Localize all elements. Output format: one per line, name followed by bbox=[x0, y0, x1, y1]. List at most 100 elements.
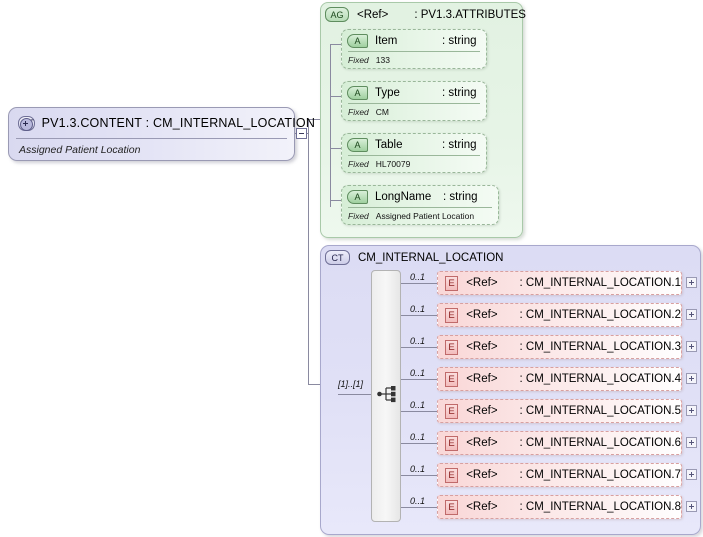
element-type: : CM_INTERNAL_LOCATION.1 bbox=[519, 277, 681, 289]
attribute-constraint-label: Fixed bbox=[348, 158, 369, 169]
attribute-type: : string bbox=[442, 87, 477, 99]
element-badge: E bbox=[445, 403, 459, 419]
element-stub-8 bbox=[401, 507, 437, 508]
compositor-inbound-line bbox=[338, 394, 371, 395]
attribute-name: LongName bbox=[375, 191, 432, 203]
element-occurrence: 0..1 bbox=[410, 272, 426, 282]
attribute-group-header: AG <Ref> : PV1.3.ATTRIBUTES bbox=[325, 7, 526, 22]
element-stub-2 bbox=[401, 315, 437, 316]
element-badge: E bbox=[445, 339, 459, 355]
element-row[interactable]: E <Ref> : CM_INTERNAL_LOCATION.4 bbox=[437, 367, 682, 391]
attribute-name: Table bbox=[375, 139, 403, 151]
element-badge: E bbox=[445, 275, 459, 291]
attribute-header: A Table : string bbox=[347, 136, 477, 154]
attr-connector-stub-1 bbox=[330, 44, 343, 45]
attribute-header: A Item : string bbox=[347, 32, 477, 50]
attribute-badge: A bbox=[347, 138, 368, 152]
element-badge: E bbox=[445, 435, 459, 451]
attribute-type: : string bbox=[442, 35, 477, 47]
attribute-header: A LongName : string bbox=[347, 188, 478, 206]
plus-box-icon[interactable] bbox=[686, 341, 697, 352]
plus-box-icon[interactable] bbox=[686, 309, 697, 320]
element-row[interactable]: E <Ref> : CM_INTERNAL_LOCATION.5 bbox=[437, 399, 682, 423]
plus-box-icon[interactable] bbox=[686, 277, 697, 288]
attr-connector-stub-3 bbox=[330, 148, 343, 149]
element-ref: <Ref> bbox=[466, 437, 498, 449]
attribute-group-badge: AG bbox=[325, 7, 349, 22]
attr-connector-trunk bbox=[330, 44, 331, 207]
attribute-divider bbox=[348, 155, 480, 156]
attribute-name: Item bbox=[375, 35, 398, 47]
attribute-row[interactable]: A Table : string Fixed HL70079 bbox=[341, 133, 487, 173]
plus-box-icon[interactable] bbox=[686, 501, 697, 512]
attribute-divider bbox=[348, 51, 480, 52]
element-row[interactable]: E <Ref> : CM_INTERNAL_LOCATION.2 bbox=[437, 303, 682, 327]
attr-connector-stub-4 bbox=[330, 200, 343, 201]
element-ref: <Ref> bbox=[466, 277, 498, 289]
element-stub-1 bbox=[401, 283, 437, 284]
element-row[interactable]: E <Ref> : CM_INTERNAL_LOCATION.1 bbox=[437, 271, 682, 295]
compositor-cardinality: [1]..[1] bbox=[338, 379, 364, 389]
complex-type-panel-header: CT CM_INTERNAL_LOCATION bbox=[325, 250, 503, 265]
main-complex-type-node[interactable]: CT PV1.3.CONTENT : CM_INTERNAL_LOCATION … bbox=[8, 107, 315, 161]
attribute-constraint-value: HL70079 bbox=[375, 158, 411, 169]
element-badge: E bbox=[445, 499, 459, 515]
attribute-badge: A bbox=[347, 190, 368, 204]
attribute-name: Type bbox=[375, 87, 400, 99]
element-ref: <Ref> bbox=[466, 405, 498, 417]
attribute-row[interactable]: A LongName : string Fixed Assigned Patie… bbox=[341, 185, 499, 225]
attribute-row[interactable]: A Item : string Fixed 133 bbox=[341, 29, 487, 69]
element-type: : CM_INTERNAL_LOCATION.2 bbox=[519, 309, 681, 321]
page-title: PV1.3.CONTENT : CM_INTERNAL_LOCATION bbox=[41, 116, 316, 130]
attribute-divider bbox=[348, 207, 492, 208]
element-badge: E bbox=[445, 467, 459, 483]
plus-box-icon[interactable] bbox=[686, 437, 697, 448]
element-occurrence: 0..1 bbox=[410, 432, 426, 442]
attribute-header: A Type : string bbox=[347, 84, 477, 102]
element-type: : CM_INTERNAL_LOCATION.5 bbox=[519, 405, 681, 417]
attribute-constraint-row: Fixed 133 bbox=[348, 52, 390, 67]
complex-type-panel-name: CM_INTERNAL_LOCATION bbox=[358, 251, 504, 264]
element-occurrence: 0..1 bbox=[410, 464, 426, 474]
attribute-constraint-label: Fixed bbox=[348, 210, 369, 221]
attribute-type: : string bbox=[443, 191, 478, 203]
complex-type-badge[interactable]: CT bbox=[18, 115, 35, 131]
element-badge: E bbox=[445, 371, 459, 387]
attribute-divider bbox=[348, 103, 480, 104]
attribute-constraint-row: Fixed Assigned Patient Location bbox=[348, 208, 474, 223]
all-compositor-bar[interactable] bbox=[371, 270, 401, 522]
attribute-constraint-value: CM bbox=[375, 106, 390, 117]
element-row[interactable]: E <Ref> : CM_INTERNAL_LOCATION.8 bbox=[437, 495, 682, 519]
attribute-constraint-row: Fixed HL70079 bbox=[348, 156, 410, 171]
element-ref: <Ref> bbox=[466, 341, 498, 353]
attribute-badge: A bbox=[347, 34, 368, 48]
attribute-row[interactable]: A Type : string Fixed CM bbox=[341, 81, 487, 121]
element-ref: <Ref> bbox=[466, 501, 498, 513]
all-compositor-icon bbox=[377, 386, 396, 403]
plus-circle-icon[interactable] bbox=[19, 117, 33, 131]
plus-box-icon[interactable] bbox=[686, 469, 697, 480]
element-ref: <Ref> bbox=[466, 373, 498, 385]
attribute-constraint-value: Assigned Patient Location bbox=[375, 210, 475, 221]
attribute-type: : string bbox=[442, 139, 477, 151]
element-type: : CM_INTERNAL_LOCATION.6 bbox=[519, 437, 681, 449]
attribute-constraint-label: Fixed bbox=[348, 106, 369, 117]
minus-box-icon[interactable] bbox=[296, 128, 307, 139]
element-type: : CM_INTERNAL_LOCATION.7 bbox=[519, 469, 681, 481]
element-occurrence: 0..1 bbox=[410, 304, 426, 314]
element-row[interactable]: E <Ref> : CM_INTERNAL_LOCATION.3 bbox=[437, 335, 682, 359]
main-node-description: Assigned Patient Location bbox=[19, 144, 141, 156]
main-node-description-row: Assigned Patient Location bbox=[19, 140, 140, 160]
connector-branch-ag bbox=[308, 119, 330, 120]
element-stub-6 bbox=[401, 443, 437, 444]
plus-box-icon[interactable] bbox=[686, 405, 697, 416]
attribute-constraint-label: Fixed bbox=[348, 54, 369, 65]
element-row[interactable]: E <Ref> : CM_INTERNAL_LOCATION.6 bbox=[437, 431, 682, 455]
element-stub-5 bbox=[401, 411, 437, 412]
attribute-group-ref: <Ref> bbox=[357, 8, 389, 21]
plus-box-icon[interactable] bbox=[686, 373, 697, 384]
element-row[interactable]: E <Ref> : CM_INTERNAL_LOCATION.7 bbox=[437, 463, 682, 487]
element-stub-3 bbox=[401, 347, 437, 348]
main-node-header: CT PV1.3.CONTENT : CM_INTERNAL_LOCATION bbox=[9, 108, 315, 138]
